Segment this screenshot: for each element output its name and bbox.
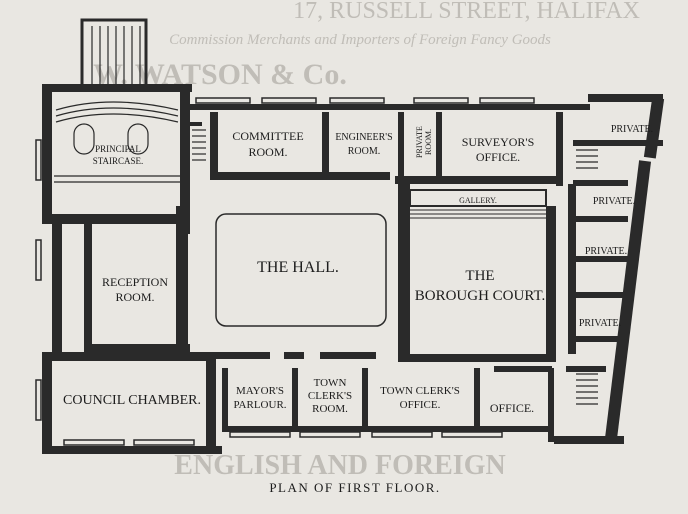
label-town-clerks-room-3: ROOM. <box>312 403 348 415</box>
room-labels: PRINCIPAL STAIRCASE. COMMITTEE ROOM. ENG… <box>63 124 653 415</box>
label-borough-court-2: BOROUGH COURT. <box>415 288 546 304</box>
label-town-clerks-office-1: TOWN CLERK'S <box>380 385 460 397</box>
label-private-3: PRIVATE. <box>585 246 627 257</box>
label-surveyors-office-2: OFFICE. <box>476 150 520 164</box>
advert-line-2: Commission Merchants and Importers of Fo… <box>169 32 551 48</box>
advert-line-4: ENGLISH AND FOREIGN <box>174 450 505 481</box>
label-private-2: PRIVATE. <box>593 196 635 207</box>
label-principal-staircase-1: PRINCIPAL <box>95 144 141 154</box>
label-office: OFFICE. <box>490 401 534 415</box>
label-mayors-parlour-2: PARLOUR. <box>233 399 286 411</box>
principal-staircase-treads <box>54 26 180 183</box>
label-town-clerks-office-2: OFFICE. <box>400 399 441 411</box>
label-gallery: GALLERY. <box>459 196 497 205</box>
label-private-1: PRIVATE. <box>611 124 653 135</box>
label-mayors-parlour-1: MAYOR'S <box>236 385 284 397</box>
label-private-room-2: ROOM. <box>424 129 433 155</box>
hall-central-panel <box>215 213 387 327</box>
walls <box>42 18 665 454</box>
advert-line-1: 17, RUSSELL STREET, HALIFAX <box>293 0 640 24</box>
label-borough-court-1: THE <box>465 268 494 284</box>
windows <box>35 97 535 446</box>
label-the-hall: THE HALL. <box>257 259 339 276</box>
label-reception-room-1: RECEPTION <box>102 275 168 289</box>
gallery-seating <box>410 209 546 219</box>
label-reception-room-2: ROOM. <box>115 290 154 304</box>
label-council-chamber: COUNCIL CHAMBER. <box>63 393 201 408</box>
label-engineers-room-1: ENGINEER'S <box>335 132 392 143</box>
label-private-room-1: PRIVATE <box>415 126 424 158</box>
plan-caption: PLAN OF FIRST FLOOR. <box>269 480 440 495</box>
label-committee-room-1: COMMITTEE <box>232 129 303 143</box>
label-town-clerks-room-2: CLERK'S <box>308 390 352 402</box>
secondary-stairs <box>192 129 598 405</box>
label-town-clerks-room-1: TOWN <box>314 377 347 389</box>
label-committee-room-2: ROOM. <box>248 145 287 159</box>
label-surveyors-office-1: SURVEYOR'S <box>462 135 535 149</box>
label-private-4: PRIVATE. <box>579 318 621 329</box>
label-engineers-room-2: ROOM. <box>348 146 381 157</box>
label-principal-staircase-2: STAIRCASE. <box>93 156 144 166</box>
